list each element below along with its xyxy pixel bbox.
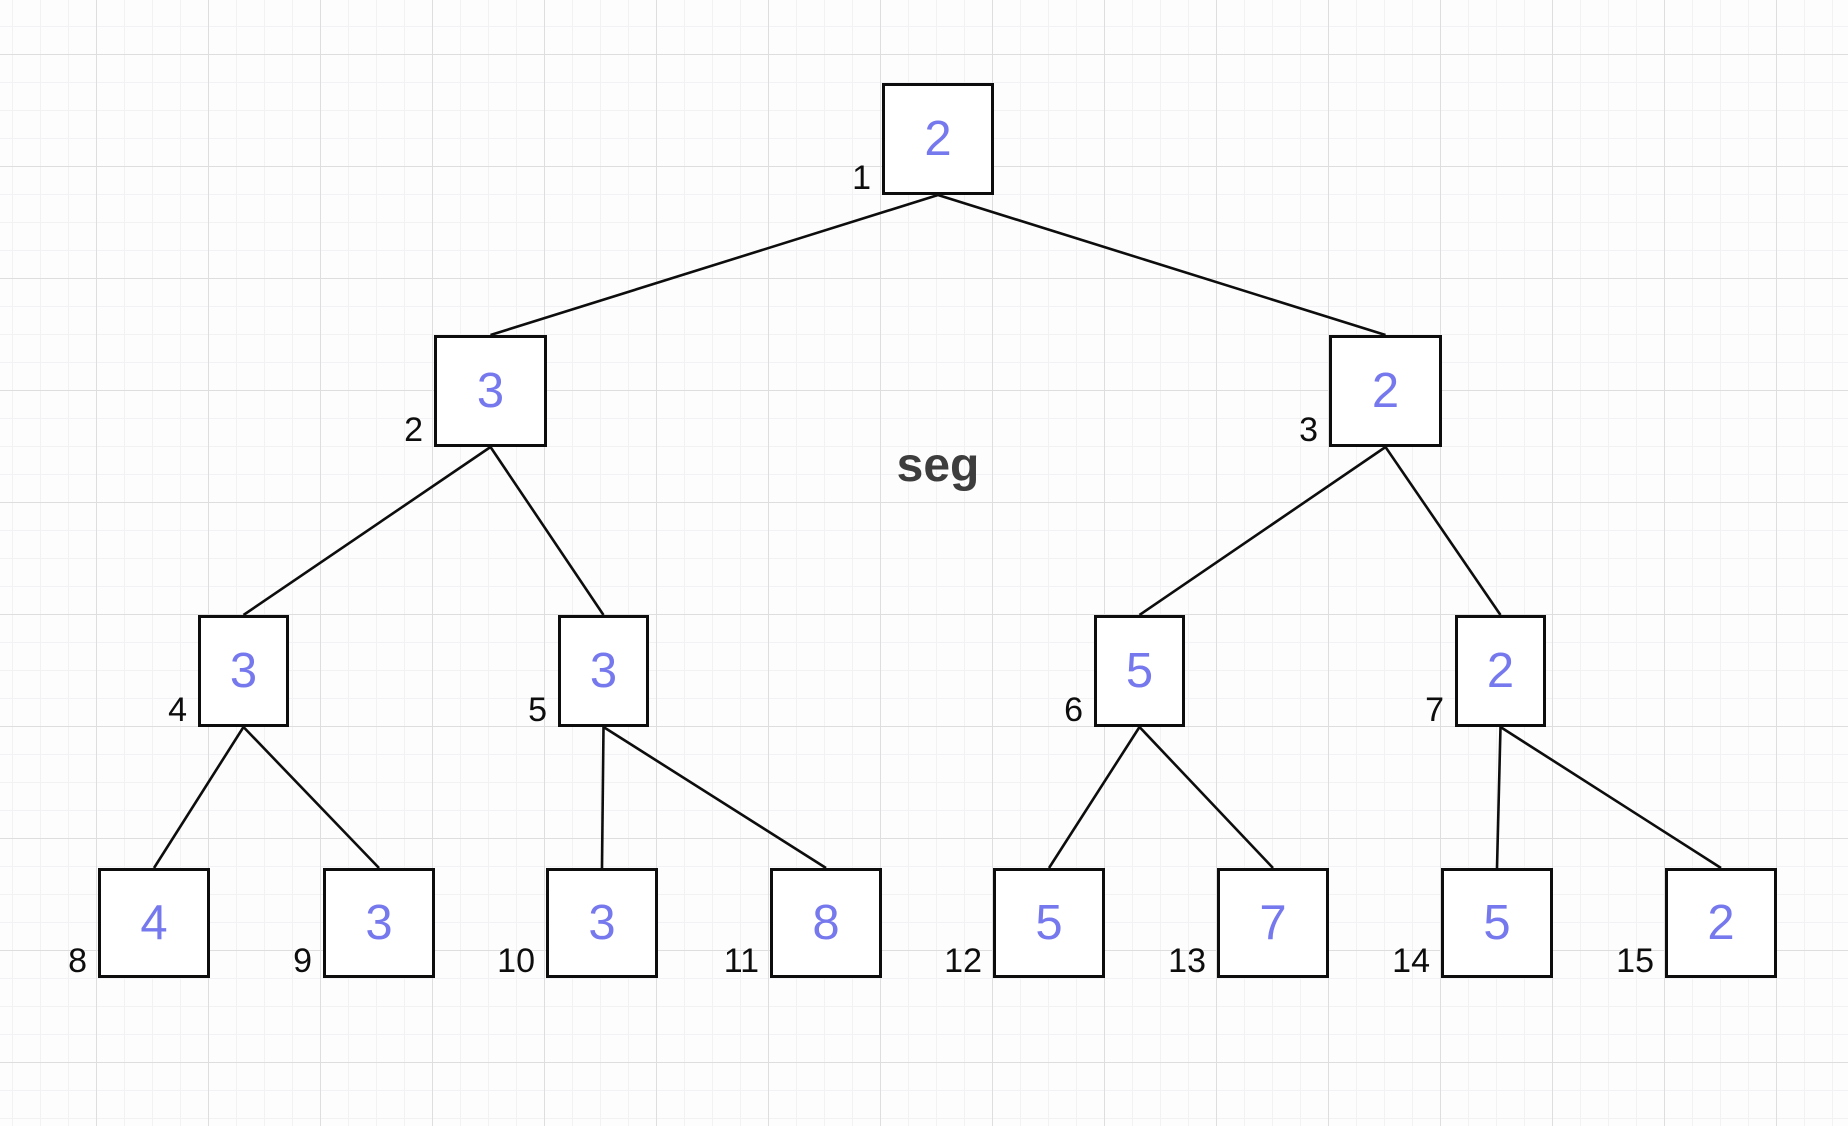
edge-5-10 xyxy=(600,726,605,869)
tree-node-10: 3 10 xyxy=(497,868,658,978)
node-value: 4 xyxy=(140,895,168,950)
node-value: 2 xyxy=(924,111,952,166)
node-index-label: 5 xyxy=(528,691,547,729)
node-index-label: 1 xyxy=(852,159,871,197)
node-index-label: 12 xyxy=(944,942,982,980)
tree-node-15: 2 15 xyxy=(1616,868,1777,978)
node-index-label: 13 xyxy=(1168,942,1206,980)
edge-3-6 xyxy=(1138,445,1387,617)
node-index-label: 6 xyxy=(1064,691,1083,729)
node-value: 2 xyxy=(1371,363,1400,418)
node-value: 5 xyxy=(1035,895,1063,950)
tree-node-13: 7 13 xyxy=(1168,868,1329,978)
node-index-label: 2 xyxy=(404,411,423,449)
node-index-label: 11 xyxy=(723,942,759,980)
edge-4-8 xyxy=(152,726,245,869)
diagram-title: seg xyxy=(896,439,980,492)
node-value: 3 xyxy=(365,895,393,950)
node-value: 3 xyxy=(229,643,258,698)
edge-4-9 xyxy=(242,726,380,869)
edge-6-12 xyxy=(1047,726,1141,869)
node-value: 2 xyxy=(1486,643,1515,698)
node-value: 5 xyxy=(1125,643,1154,698)
node-value: 7 xyxy=(1259,895,1287,950)
node-index-label: 3 xyxy=(1299,411,1318,449)
tree-node-14: 5 14 xyxy=(1392,868,1553,978)
node-index-label: 8 xyxy=(68,942,87,980)
edge-7-14 xyxy=(1495,726,1502,869)
node-value: 8 xyxy=(812,895,840,950)
edge-7-15 xyxy=(1499,725,1722,870)
edge-1-2 xyxy=(490,193,939,337)
edge-6-13 xyxy=(1138,726,1274,869)
node-value: 3 xyxy=(589,643,618,698)
node-value: 3 xyxy=(588,895,616,950)
node-index-label: 15 xyxy=(1616,942,1654,980)
node-index-label: 10 xyxy=(497,942,535,980)
tree-node-11: 8 11 xyxy=(724,868,882,978)
edge-1-3 xyxy=(937,193,1386,337)
node-value: 5 xyxy=(1483,895,1511,950)
node-index-label: 7 xyxy=(1425,691,1444,729)
node-value: 3 xyxy=(476,363,505,418)
edge-3-7 xyxy=(1384,446,1502,616)
edge-2-5 xyxy=(489,446,605,616)
node-index-label: 9 xyxy=(293,942,312,980)
node-index-label: 14 xyxy=(1392,942,1430,980)
edge-5-11 xyxy=(602,725,827,870)
edge-2-4 xyxy=(242,445,492,617)
node-index-label: 4 xyxy=(168,691,187,729)
tree-node-12: 5 12 xyxy=(944,868,1105,978)
node-value: 2 xyxy=(1707,895,1735,950)
